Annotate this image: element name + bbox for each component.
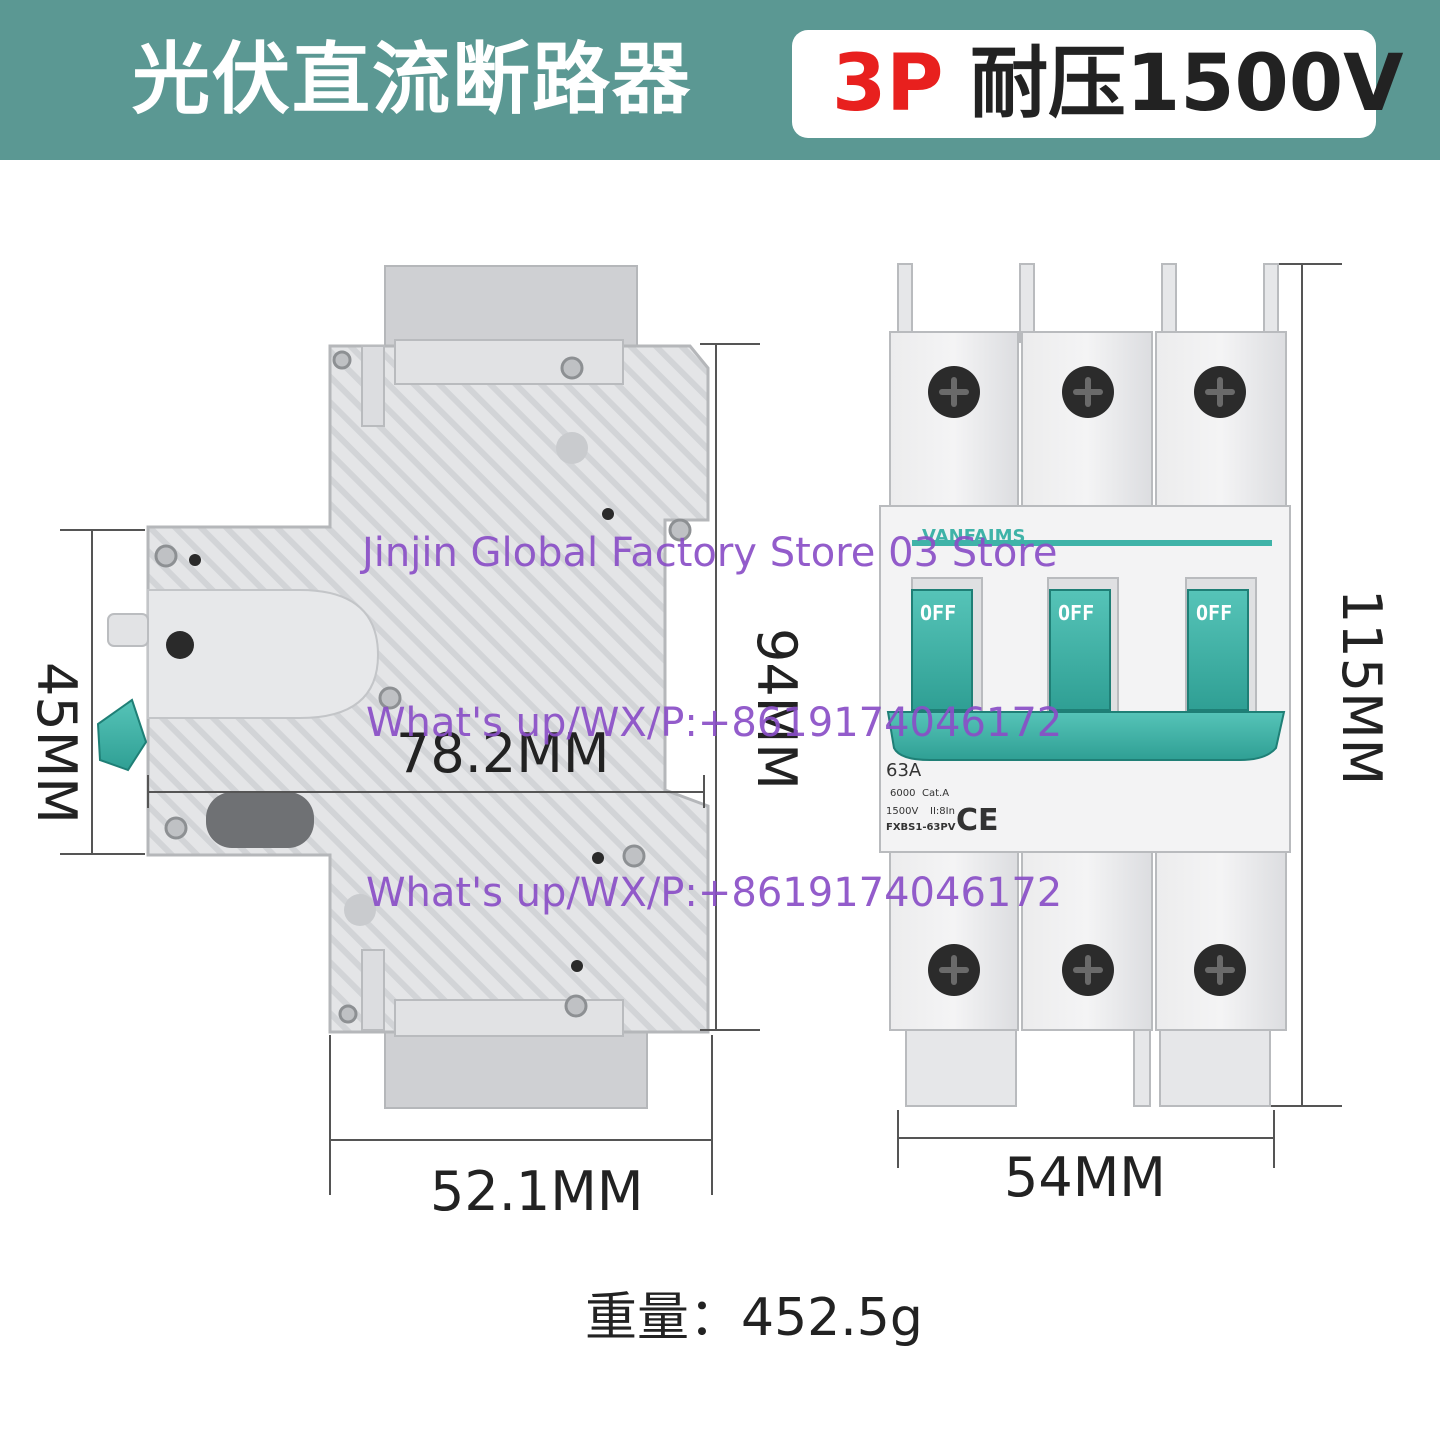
product-weight: 重量：452.5g xyxy=(585,1288,923,1348)
dim-side-height: 45MM xyxy=(25,662,88,824)
dim-side-depth: 52.1MM xyxy=(430,1160,644,1223)
dim-front-width: 54MM xyxy=(1004,1146,1166,1209)
ce-mark: CE xyxy=(956,803,999,838)
breaking-label: 6000 xyxy=(890,788,915,799)
product-illustration: VANFAIMS OFF OFF OFF 63A 6000 Cat.A 1500… xyxy=(60,263,1342,1195)
rating-label: 63A xyxy=(886,760,922,781)
category-label: Cat.A xyxy=(922,788,949,799)
spec-badge: 3P 耐压1500V xyxy=(792,30,1403,138)
contact-watermark-2: What's up/WX/P:+8619174046172 xyxy=(366,870,1063,916)
dim-front-height: 115MM xyxy=(1330,589,1393,786)
front-view: VANFAIMS OFF OFF OFF 63A 6000 Cat.A 1500… xyxy=(879,263,1291,1107)
off-label-1: OFF xyxy=(920,601,956,625)
brand-text: VANFAIMS xyxy=(922,526,1025,547)
contact-watermark-1: What's up/WX/P:+8619174046172 xyxy=(366,700,1063,746)
store-watermark: Jinjin Global Factory Store 03 Store xyxy=(362,530,1058,576)
voltage-rating-label: 1500V xyxy=(886,806,918,817)
dim-side-width: 78.2MM xyxy=(396,722,610,785)
terminal-screws xyxy=(928,366,1246,996)
off-label-3: OFF xyxy=(1196,601,1232,625)
dim-side-full-height: 94MM xyxy=(745,628,808,790)
voltage-label: 耐压1500V xyxy=(970,39,1404,129)
header-banner: 光伏直流断路器 3P 耐压1500V xyxy=(0,0,1440,160)
model-label: FXBS1-63PV xyxy=(886,822,956,833)
product-title: 光伏直流断路器 xyxy=(132,35,693,125)
side-view xyxy=(96,265,710,1109)
poles-label: 3P xyxy=(832,39,944,129)
dimension-lines xyxy=(60,263,1342,1195)
off-label-2: OFF xyxy=(1058,601,1094,625)
current-marking-label: II:8In xyxy=(930,806,955,817)
